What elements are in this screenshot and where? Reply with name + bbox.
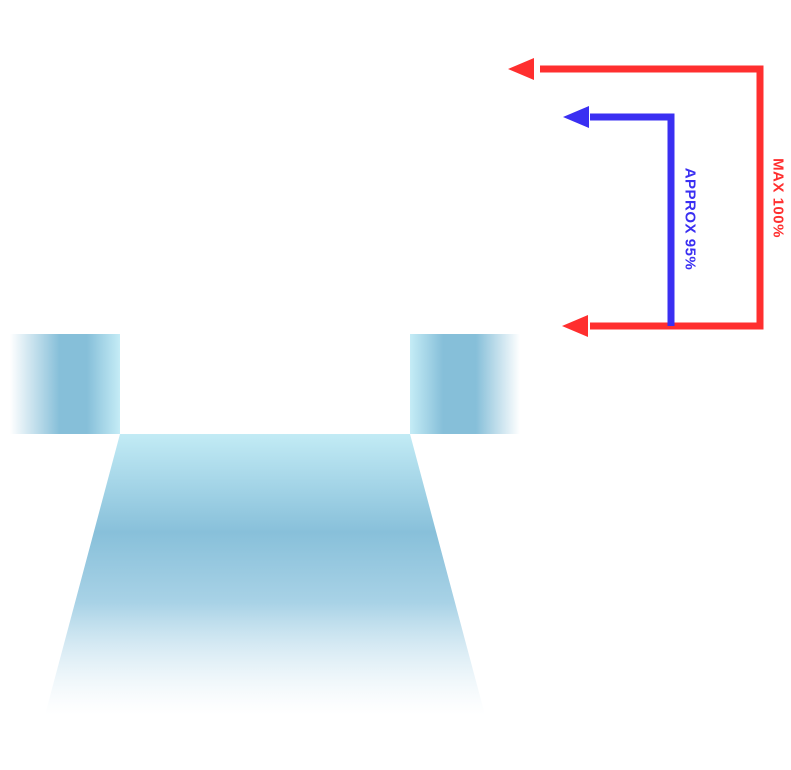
right-rim xyxy=(410,334,520,434)
container-bowl xyxy=(45,434,485,715)
bracket-arrow-icon xyxy=(508,58,764,337)
approx-fill-arrow: APPROX 95% xyxy=(563,106,699,326)
approx-fill-label: APPROX 95% xyxy=(682,168,699,271)
left-rim xyxy=(10,334,120,434)
bracket-arrow-icon xyxy=(563,106,675,326)
max-fill-label: MAX 100% xyxy=(770,158,787,238)
max-fill-arrow: MAX 100% xyxy=(508,58,787,337)
